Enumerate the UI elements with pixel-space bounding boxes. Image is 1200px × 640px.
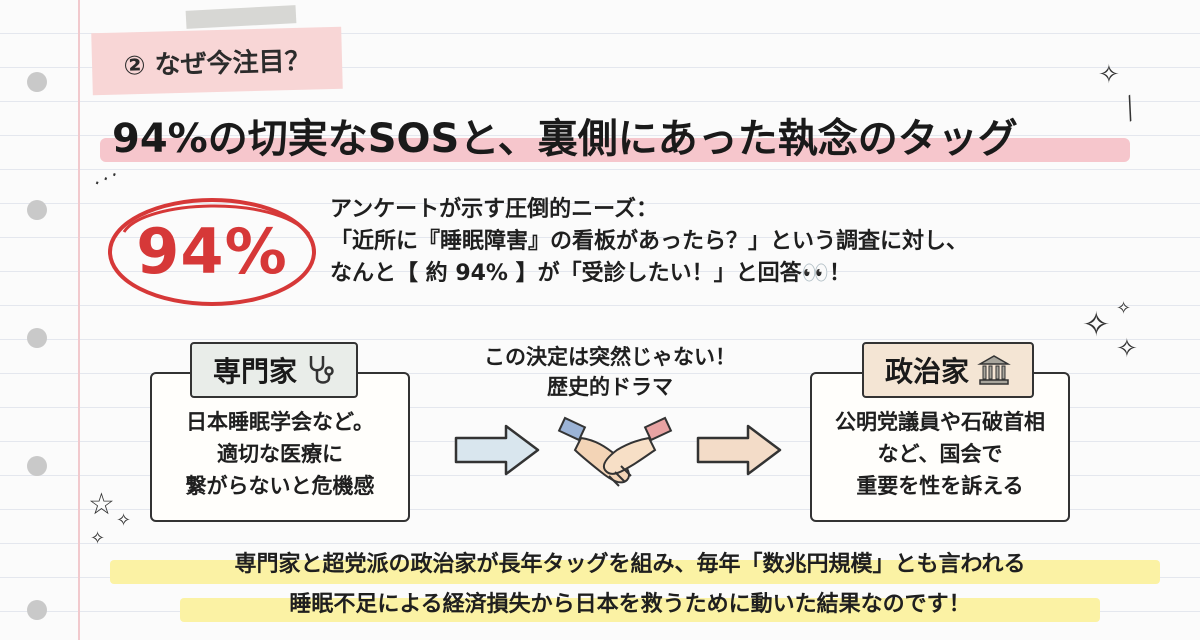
star-outline-icon: ☆ xyxy=(88,487,115,522)
stat-94-percent: 94% xyxy=(136,214,288,288)
sparkle-icon: ✧ xyxy=(1116,334,1138,364)
expert-line-3: 繋がらないと危機感 xyxy=(185,474,375,498)
arrow-right-icon xyxy=(454,424,540,476)
politician-card-body: 公明党議員や石破首相 など、国会で 重要を性を訴える xyxy=(812,406,1068,502)
summary-block: 専門家と超党派の政治家が長年タッグを組み、毎年「数兆円規模」とも言われる 睡眠不… xyxy=(100,540,1160,630)
page-title: 94%の切実なSOSと、裏側にあった執念のタッグ xyxy=(112,116,1018,162)
survey-line-1: アンケートが示す圧倒的ニーズ： xyxy=(330,197,659,222)
stat-circle-outline xyxy=(108,198,316,306)
survey-description: アンケートが示す圧倒的ニーズ： 「近所に『睡眠障害』の看板があったら？」という調… xyxy=(330,194,1150,290)
sparkle-stroke-icon: ⋰ xyxy=(92,163,120,193)
notebook-margin-line xyxy=(78,0,80,640)
punch-hole xyxy=(27,456,47,476)
expert-title-text: 専門家 xyxy=(212,355,297,388)
summary-line-1: 専門家と超党派の政治家が長年タッグを組み、毎年「数兆円規模」とも言われる xyxy=(234,552,1026,577)
sparkle-icon: ✧ xyxy=(1116,298,1132,319)
summary-highlight xyxy=(180,598,1100,622)
sparkle-icon: ✧ xyxy=(90,528,106,549)
summary-line-2: 睡眠不足による経済損失から日本を救うために動いた結果なのです！ xyxy=(289,592,971,617)
stethoscope-icon xyxy=(309,356,334,384)
sparkle-icon: ✧ xyxy=(1098,60,1120,90)
expert-line-2: 適切な医療に xyxy=(217,442,343,466)
sparkle-icon: ✧ xyxy=(116,510,132,531)
expert-card-title: 専門家 xyxy=(190,342,358,398)
masking-tape xyxy=(185,5,297,29)
politician-line-1: 公明党議員や石破首相 xyxy=(835,410,1045,434)
handshake-icon xyxy=(557,416,673,487)
title-block: 94%の切実なSOSと、裏側にあった執念のタッグ xyxy=(100,100,1130,170)
expert-card-body: 日本睡眠学会など。 適切な医療に 繋がらないと危機感 xyxy=(152,406,408,502)
middle-caption-line-1: この決定は突然じゃない！ xyxy=(484,345,736,369)
punch-hole xyxy=(27,200,47,220)
politician-card-title: 政治家 xyxy=(862,342,1034,398)
politician-line-2: など、国会で xyxy=(877,442,1003,466)
summary-highlight xyxy=(110,560,1160,584)
sparkle-icon: ✧ xyxy=(1082,305,1111,345)
title-highlight xyxy=(100,138,1130,162)
politician-title-text: 政治家 xyxy=(884,355,969,388)
middle-caption-line-2: 歴史的ドラマ xyxy=(547,375,673,399)
politician-line-3: 重要を性を訴える xyxy=(856,474,1024,498)
parliament-building-icon xyxy=(977,355,1011,385)
punch-hole xyxy=(27,600,47,620)
punch-hole xyxy=(27,328,47,348)
survey-line-2: 「近所に『睡眠障害』の看板があったら？」という調査に対し、 xyxy=(330,229,969,254)
middle-caption: この決定は突然じゃない！ 歴史的ドラマ xyxy=(440,342,780,402)
section-label: ② なぜ今注目？ xyxy=(91,26,343,96)
arrow-right-icon xyxy=(696,424,782,476)
expert-line-1: 日本睡眠学会など。 xyxy=(186,410,374,434)
punch-hole xyxy=(27,72,47,92)
survey-line-3: なんと【 約 94% 】が「受診したい！」と回答👀！ xyxy=(330,261,852,286)
